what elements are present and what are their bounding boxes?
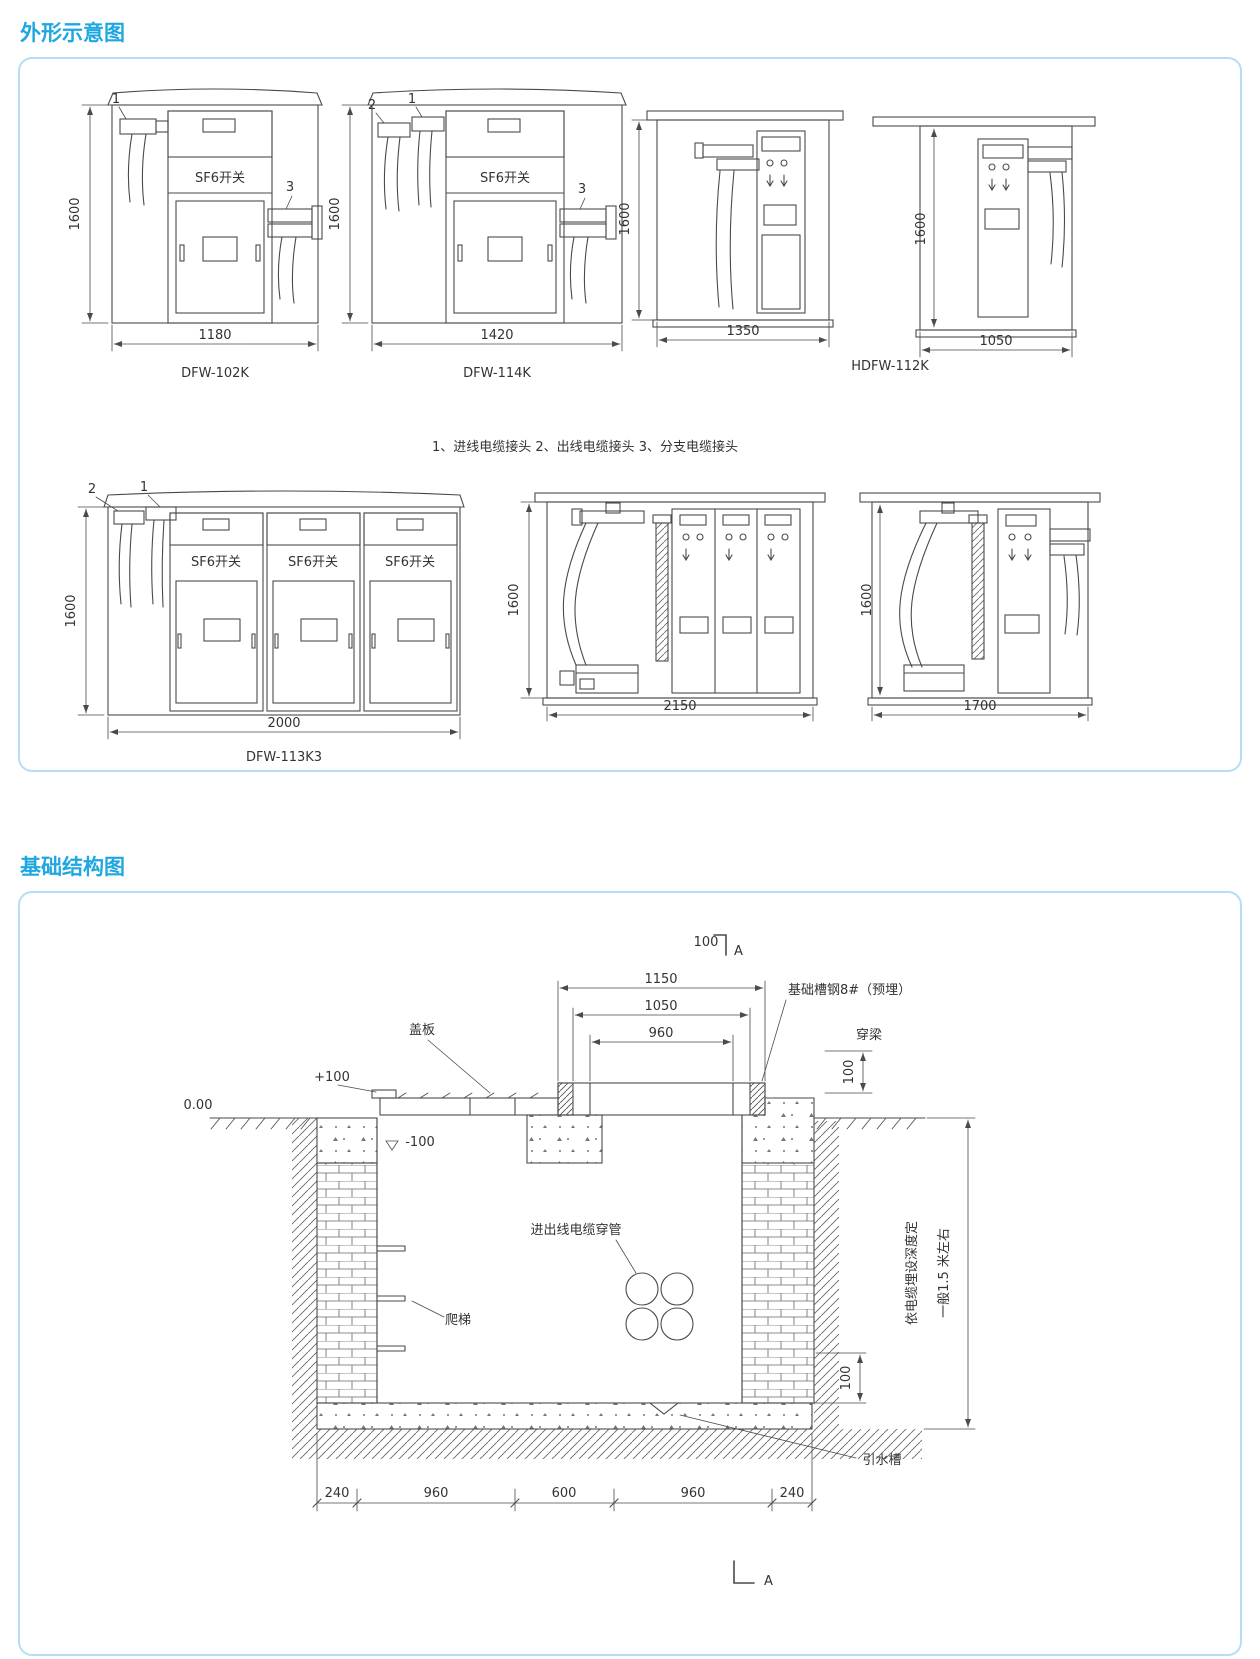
dim-beam-100: 100 — [842, 1060, 857, 1085]
sf6-label: SF6开关 — [385, 555, 435, 570]
compartment-2: SF6开关 — [266, 512, 361, 712]
elevation-marks: +100 0.00 -100 — [184, 1070, 435, 1151]
model-label: HDFW-112K — [851, 359, 929, 374]
switch-columns — [679, 514, 794, 634]
left-wall — [316, 1117, 378, 1404]
sf6-label: SF6开关 — [480, 171, 530, 186]
section-mark-bottom: A — [733, 1560, 773, 1589]
cabinet-hdfw112k-side: 1600 — [872, 116, 1096, 358]
floor-slab: 引水槽 — [316, 1402, 902, 1468]
dim-height-1600: 1600 — [64, 594, 79, 627]
section-gap — [0, 772, 1260, 834]
dim-width: 1420 — [480, 328, 513, 343]
foundation-slab — [557, 1082, 766, 1116]
dim-width: 1350 — [726, 324, 759, 339]
depth-dimension: 依电缆埋设深度定 一般1.5 米左右 — [904, 1117, 976, 1430]
level-minus-100: -100 — [405, 1135, 435, 1150]
dim-b240-left: 240 — [325, 1486, 350, 1501]
model-label: DFW-113K3 — [246, 750, 322, 765]
side-view-1700: 1600 — [859, 492, 1101, 722]
section-mark-top: 100 A — [694, 934, 743, 959]
label-ladder: 爬梯 — [445, 1313, 471, 1328]
ground-surface — [209, 1117, 926, 1130]
outline-panel: 1600 SF6开关 1 — [18, 57, 1242, 772]
dim-height-1600: 1600 — [328, 197, 343, 230]
dim-1050: 1050 — [644, 999, 677, 1014]
level-plus-100: +100 — [314, 1070, 350, 1085]
level-zero: 0.00 — [184, 1098, 213, 1113]
outline-drawing: 1600 SF6开关 1 — [64, 88, 1101, 765]
dim-b960-left: 960 — [424, 1486, 449, 1501]
side-view-2150: 1600 — [507, 492, 826, 722]
dim-b960-right: 960 — [681, 1486, 706, 1501]
dim-width: 1180 — [198, 328, 231, 343]
cabinet-dfw114k: 1600 SF6开关 — [328, 88, 627, 381]
middle-support — [526, 1114, 603, 1164]
dim-width: 2150 — [663, 699, 696, 714]
callout-1: 1 — [140, 480, 148, 495]
callout-3: 3 — [286, 180, 294, 195]
sf6-label: SF6开关 — [195, 171, 245, 186]
cabinet-dfw113k3: 1600 SF6开关 — [64, 480, 465, 765]
dim-width: 2000 — [267, 716, 300, 731]
dim-floor-100: 100 — [839, 1366, 854, 1391]
cabinet-hdfw112k-front: 1600 — [618, 110, 929, 374]
model-label: DFW-102K — [181, 366, 249, 381]
cabinet-dfw102k: 1600 SF6开关 1 — [68, 88, 323, 381]
callout-legend: 1、进线电缆接头 2、出线电缆接头 3、分支电缆接头 — [432, 439, 738, 455]
dim-top-100: 100 — [694, 935, 719, 950]
foundation-drawing: 100 A 1150 1050 960 — [184, 934, 976, 1589]
label-depth-note-1: 依电缆埋设深度定 — [904, 1221, 920, 1325]
right-wall — [741, 1097, 815, 1404]
callout-2: 2 — [88, 482, 96, 497]
label-depth-note-2: 一般1.5 米左右 — [936, 1228, 952, 1318]
compartment-1: SF6开关 — [169, 512, 264, 712]
label-beam: 穿梁 — [856, 1027, 882, 1043]
label-cover-plate: 盖板 — [409, 1023, 435, 1038]
cover-plate: 盖板 — [371, 1023, 559, 1116]
compartment-3: SF6开关 — [363, 512, 458, 712]
outline-section-title: 外形示意图 — [20, 21, 125, 45]
callout-3: 3 — [578, 182, 586, 197]
callout-2: 2 — [368, 98, 376, 113]
channel-steel-callout: 基础槽钢8#（预埋） — [761, 983, 911, 1082]
dim-b240-right: 240 — [780, 1486, 805, 1501]
foundation-panel: 100 A 1150 1050 960 — [18, 891, 1242, 1656]
beam-callout: 穿梁 100 — [824, 1027, 882, 1094]
dim-width: 1050 — [979, 334, 1012, 349]
floor-100-dim: 100 — [815, 1352, 867, 1404]
sf6-label: SF6开关 — [191, 555, 241, 570]
top-dimensions: 1150 1050 960 — [557, 972, 766, 1082]
section-letter: A — [764, 1574, 773, 1589]
dim-height-1600: 1600 — [507, 583, 522, 616]
label-drain: 引水槽 — [862, 1453, 901, 1468]
foundation-section-title: 基础结构图 — [20, 855, 125, 879]
dim-height-1600: 1600 — [914, 212, 929, 245]
label-conduit: 进出线电缆穿管 — [530, 1222, 621, 1238]
callout-1: 1 — [112, 92, 120, 107]
ladder: 爬梯 — [376, 1245, 471, 1352]
dim-width: 1700 — [963, 699, 996, 714]
dim-960: 960 — [649, 1026, 674, 1041]
dim-b600: 600 — [552, 1486, 577, 1501]
dim-height-1600: 1600 — [68, 197, 83, 230]
sf6-label: SF6开关 — [288, 555, 338, 570]
dim-height-1600: 1600 — [860, 583, 875, 616]
section-letter: A — [734, 944, 743, 959]
callout-1: 1 — [408, 92, 416, 107]
cable-conduits: 进出线电缆穿管 — [530, 1222, 694, 1341]
bottom-dimension-chain: 240 960 600 960 240 — [312, 1432, 817, 1512]
earth-hatch — [292, 1118, 922, 1459]
dim-height-1600: 1600 — [618, 202, 633, 235]
model-label: DFW-114K — [463, 366, 531, 381]
label-channel-steel: 基础槽钢8#（预埋） — [788, 983, 911, 998]
dim-1150: 1150 — [644, 972, 677, 987]
